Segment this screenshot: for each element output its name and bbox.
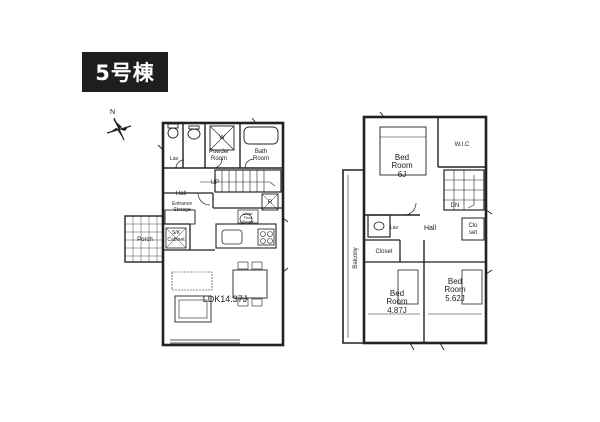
- bedroom-487-label-line1: Bed: [390, 289, 404, 298]
- bedroom-487-label-line3: 4.87J: [387, 306, 407, 315]
- bedroom-6j-label-line1: Bed: [395, 153, 409, 162]
- closet-label: Closet: [375, 249, 392, 255]
- stairs-down-label: DN: [451, 203, 460, 209]
- compass-north-label: N: [110, 109, 115, 116]
- hall-label-1f: Hall: [176, 191, 186, 197]
- shoe-cabinet-label-line2: Cabinet: [167, 237, 185, 243]
- entrance-storage-label-line1: Entrance: [172, 201, 192, 207]
- closet-set-label-line1: Clo: [468, 223, 478, 229]
- entrance-storage-label-line2: Storage: [173, 207, 191, 213]
- porch-label: Porch: [137, 237, 153, 243]
- floor-2-plan: [342, 111, 493, 351]
- stairs-up-label: UP: [211, 180, 219, 186]
- floor-1-labels: Lav W Powder Room Bath Room UP Hall Entr…: [137, 135, 273, 304]
- under-floor-label-line1: Under: [243, 212, 253, 216]
- bath-room-label-line2: Room: [253, 156, 269, 162]
- bedroom-6j-label-line3: 6J: [398, 170, 406, 179]
- lav-label-1f: Lav: [170, 156, 179, 162]
- floor-2-outer-wall: [362, 115, 488, 345]
- washer-label: W: [219, 135, 225, 141]
- powder-room-label-line2: Room: [211, 156, 227, 162]
- under-floor-label-line2: Floor: [244, 216, 253, 220]
- refrigerator-label: R: [268, 200, 273, 206]
- closet-set-label-line2: set: [469, 230, 477, 236]
- lav-label-2f: Lav: [390, 225, 399, 231]
- hall-label-2f: Hall: [424, 225, 437, 232]
- shoe-cabinet-label-line1: S/K: [172, 230, 181, 236]
- compass-icon: N: [106, 109, 132, 141]
- under-floor-label-line3: Storage: [242, 220, 254, 224]
- floor-2-labels: Bed Room 6J W.I.C DN Lav Hall Clo set Cl…: [353, 142, 478, 315]
- powder-room-label-line1: Powder: [209, 149, 229, 155]
- bedroom-6j-label-line2: Room: [391, 161, 413, 170]
- bedroom-487-label-line2: Room: [386, 297, 408, 306]
- wic-label: W.I.C: [455, 142, 470, 148]
- balcony-label: Balcony: [353, 247, 359, 268]
- bath-room-label-line1: Bath: [255, 149, 267, 155]
- ldk-label: LDK14.37J: [203, 294, 248, 304]
- building-number-badge: 5号棟: [82, 52, 168, 92]
- floor-1-plan: [124, 117, 289, 347]
- bedroom-562-label-line2: Room: [444, 285, 466, 294]
- bedroom-562-label-line3: 5.62J: [445, 294, 465, 303]
- balcony-outline: [342, 169, 364, 344]
- bedroom-562-label-line1: Bed: [448, 277, 462, 286]
